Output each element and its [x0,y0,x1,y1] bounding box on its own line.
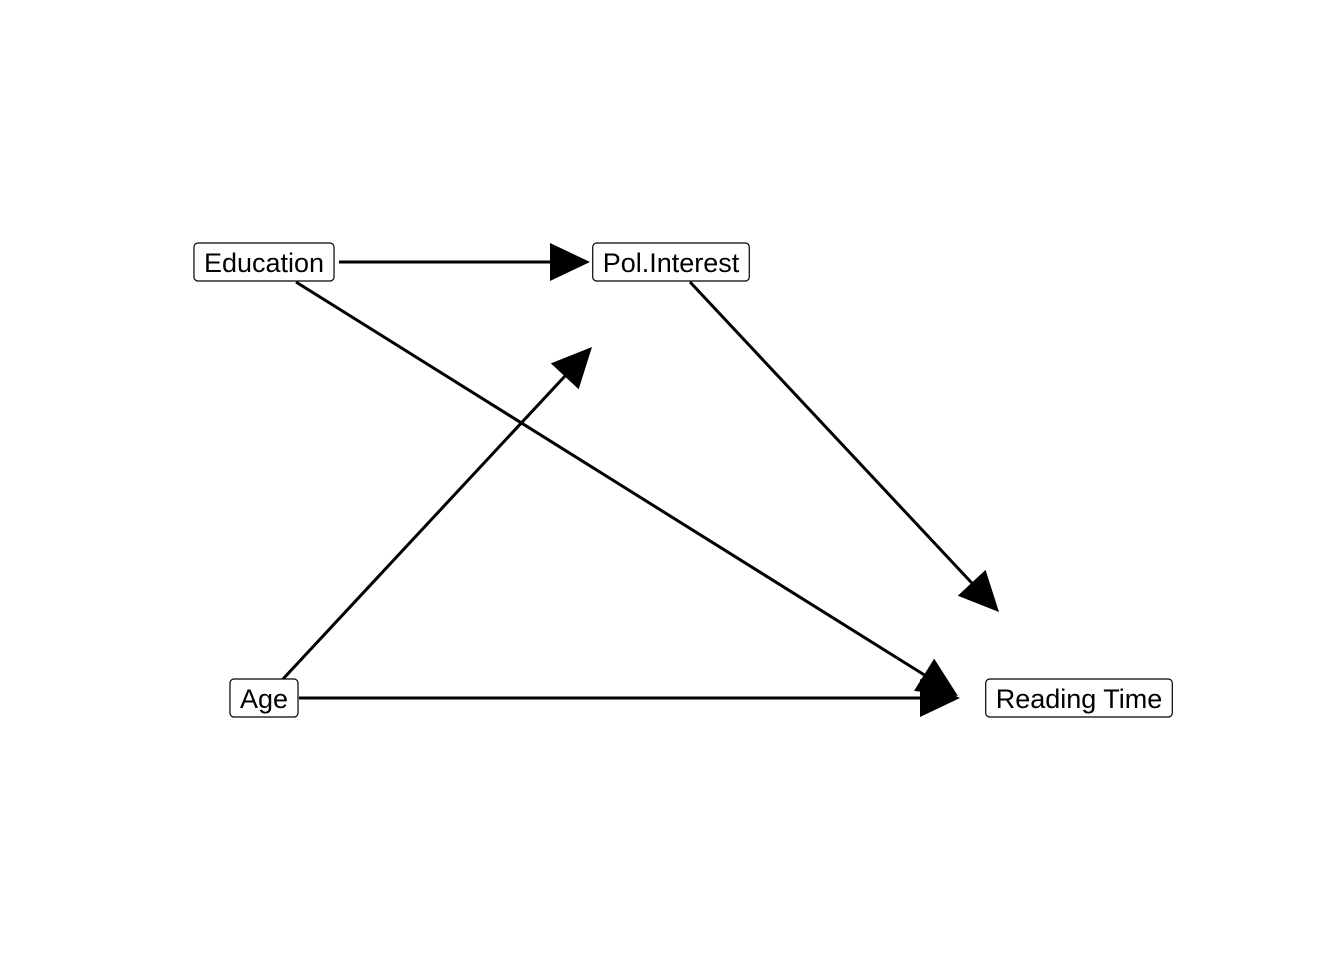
edge-line [295,280,929,679]
node-label: Age [240,684,288,714]
node-box [193,242,335,282]
arrowhead-icon [550,243,590,281]
node-box [229,678,299,718]
edges-layer [281,243,999,717]
node-label: Pol.Interest [603,248,740,278]
node-pol-interest: Pol.Interest [592,242,750,282]
node-education: Education [193,242,335,282]
edge-line [281,372,569,681]
node-age: Age [229,678,299,718]
node-box [592,242,750,282]
edge-age-to-pol-interest [281,347,592,681]
arrowhead-icon [550,347,592,390]
arrowhead-icon [920,679,960,717]
node-label: Reading Time [996,684,1163,714]
edge-education-to-pol-interest [339,243,590,281]
arrowhead-icon [957,569,999,612]
node-label: Education [204,248,324,278]
node-reading-time: Reading Time [985,678,1173,718]
edge-age-to-reading-time [299,679,960,717]
edge-pol-interest-to-reading-time [688,280,999,612]
edge-line [688,280,976,587]
node-box [985,678,1173,718]
edge-education-to-reading-time [295,280,958,696]
